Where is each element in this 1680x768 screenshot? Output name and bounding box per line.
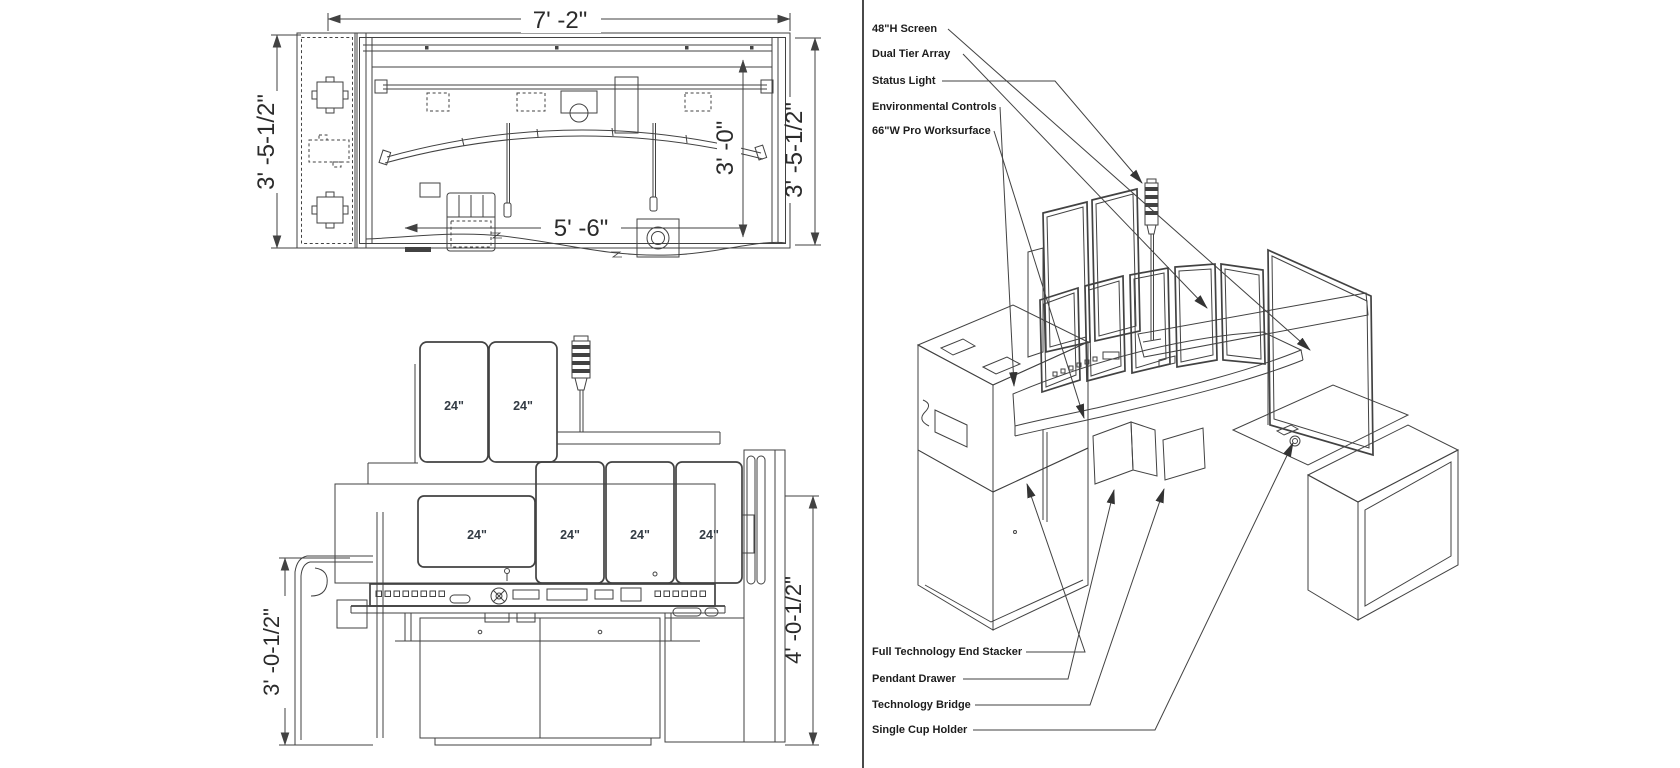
plan-cup-holder [636, 218, 680, 258]
iso-48h-screen [1267, 248, 1374, 457]
lower-monitor-size-label: 24" [699, 528, 719, 542]
iso-lower-monitor-2 [1084, 274, 1126, 383]
lower-monitor-size-label: 24" [630, 528, 650, 542]
plan-dim-overall-width: 7' -2" [533, 7, 587, 34]
front-control-strip [369, 583, 719, 617]
iso-right-return [1231, 384, 1410, 466]
isometric-view-drawing [916, 28, 1460, 731]
iso-console [916, 178, 1460, 631]
iso-lower-monitor-1 [1039, 286, 1081, 394]
plan-cpu-bracket-bottom [311, 191, 349, 229]
front-lower-monitor-2 [535, 461, 605, 584]
plan-dim-worksurface-width: 5' -6" [554, 215, 608, 242]
plan-dim-inner-depth: 3' -0" [712, 121, 739, 175]
callout-66w-pro-worksurface: 66"W Pro Worksurface [872, 125, 991, 137]
panel-divider [862, 0, 864, 768]
front-left-cabinet [294, 555, 373, 746]
iso-env-controls [1052, 351, 1120, 377]
upper-monitor-size-label: 24" [513, 399, 533, 413]
callout-environmental-controls: Environmental Controls [872, 101, 997, 113]
iso-lower-monitor-3 [1129, 266, 1171, 375]
iso-worksurface [1012, 331, 1304, 437]
plan-cpu-box [446, 192, 496, 252]
front-upper-monitor-2 [488, 341, 558, 463]
front-console [294, 335, 786, 746]
iso-upper-monitor-2 [1091, 187, 1141, 343]
plan-dim-right-depth: 3' -5-1/2" [781, 102, 808, 198]
upper-monitor-size-label: 24" [444, 399, 464, 413]
callout-48h-screen: 48"H Screen [872, 23, 938, 35]
callout-pendant-drawer: Pendant Drawer [872, 673, 956, 685]
front-dimensions: 3' -0-1/2" 4' -0-1/2" [259, 495, 819, 746]
iso-pendant-drawer [1092, 421, 1134, 485]
front-lower-monitor-1 [417, 495, 536, 568]
front-lower-monitor-3 [605, 461, 675, 584]
iso-lower-monitor-5 [1220, 263, 1266, 365]
front-lower-monitor-4 [675, 461, 743, 584]
front-status-light [571, 335, 591, 432]
callout-full-technology-end-stacker: Full Technology End Stacker [872, 646, 1023, 658]
iso-leader-lines [942, 28, 1311, 731]
front-dim-overall-height: 4' -0-1/2" [781, 576, 806, 664]
lower-monitor-size-label: 24" [560, 528, 580, 542]
front-upper-monitor-1 [419, 341, 489, 463]
callout-single-cup-holder: Single Cup Holder [872, 724, 968, 736]
plan-dim-left-depth: 3' -5-1/2" [253, 94, 280, 190]
plan-cpu-bracket-top [311, 76, 349, 114]
front-elevation-drawing: 24" 24" 24" 24" 24" 24" 3' -0-1/2" 4' -0… [259, 335, 819, 746]
plan-dimensions: 7' -2" 3' -5-1/2" 3' -0" 3' -5-1/2" 5' -… [253, 6, 821, 249]
front-dim-worksurface-height: 3' -0-1/2" [259, 608, 284, 696]
iso-status-light [1142, 178, 1162, 343]
front-monitor-labels: 24" 24" 24" 24" 24" 24" [444, 399, 719, 542]
callout-dual-tier-array: Dual Tier Array [872, 48, 951, 60]
plan-cpu-bracket-middle [308, 134, 350, 168]
iso-technology-bridge [1162, 427, 1206, 481]
iso-end-stacker [916, 304, 1090, 631]
lower-monitor-size-label: 24" [467, 528, 487, 542]
iso-lower-monitor-4 [1174, 263, 1218, 369]
callout-status-light: Status Light [872, 75, 936, 87]
plan-view-drawing: 7' -2" 3' -5-1/2" 3' -0" 3' -5-1/2" 5' -… [253, 6, 821, 258]
callout-technology-bridge: Technology Bridge [872, 699, 971, 711]
iso-right-cabinet [1306, 424, 1460, 621]
plan-console-outline [296, 32, 791, 258]
